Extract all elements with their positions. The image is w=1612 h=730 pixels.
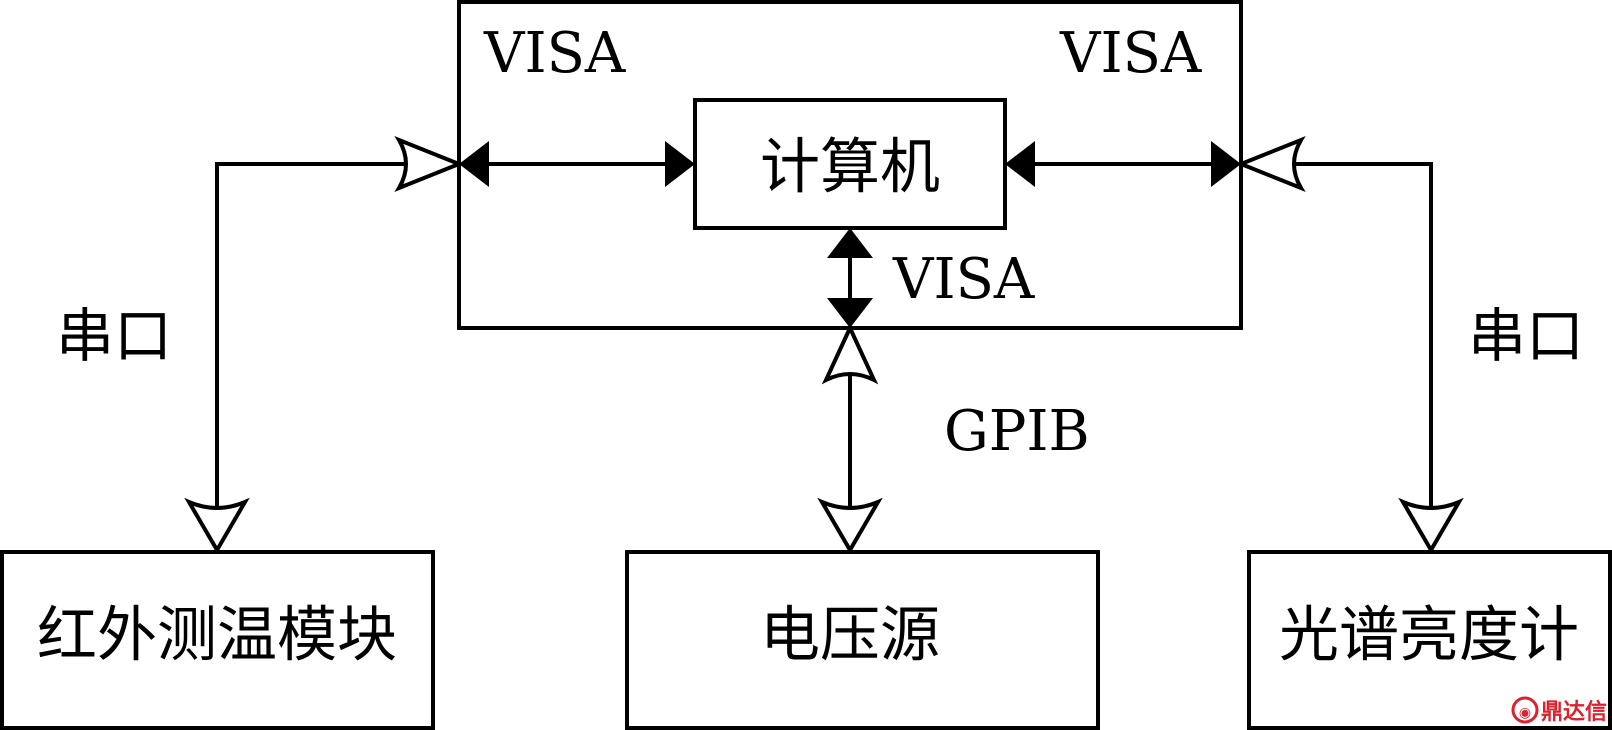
serial-right-arrowhead-meter [1398,497,1464,554]
voltage-source-label: 电压源 [760,601,940,671]
visa-bottom-label: VISA [892,247,1035,312]
voltage-source-box [625,550,1100,730]
gpib-arrowhead-source [817,497,883,554]
visa-left-arrowhead-frame [459,141,489,187]
serial-left-arrowhead-frame [394,135,465,193]
visa-bottom-arrowhead-computer [827,228,873,258]
visa-bottom-arrowhead-frame [827,298,873,328]
watermark-text: 鼎达信 [1541,699,1607,725]
visa-left-arrowhead-computer [665,141,695,187]
gpib-label: GPIB [944,399,1090,464]
serial-left-label: 串口 [56,302,172,370]
serial-left-link [215,162,405,514]
ir-module-label: 红外测温模块 [37,601,397,671]
serial-right-arrowhead-frame [1235,135,1306,193]
ir-module-box [0,550,435,730]
serial-right-link [1295,162,1433,514]
serial-right-label: 串口 [1468,302,1584,370]
serial-left-arrowhead-module [184,497,250,554]
luminance-meter-box [1247,550,1612,730]
visa-right-arrowhead-computer [1005,141,1035,187]
computer-label: 计算机 [760,133,940,203]
gpib-arrowhead-frame [821,323,879,385]
visa-left-label: VISA [483,21,626,86]
watermark-logo-icon [1511,696,1539,724]
visa-right-label: VISA [1059,21,1202,86]
luminance-meter-label: 光谱亮度计 [1279,601,1579,671]
watermark: ◉ 鼎达信 [1511,696,1607,725]
visa-right-arrowhead-frame [1211,141,1241,187]
watermark-logo-glyph: ◉ [1519,705,1531,721]
